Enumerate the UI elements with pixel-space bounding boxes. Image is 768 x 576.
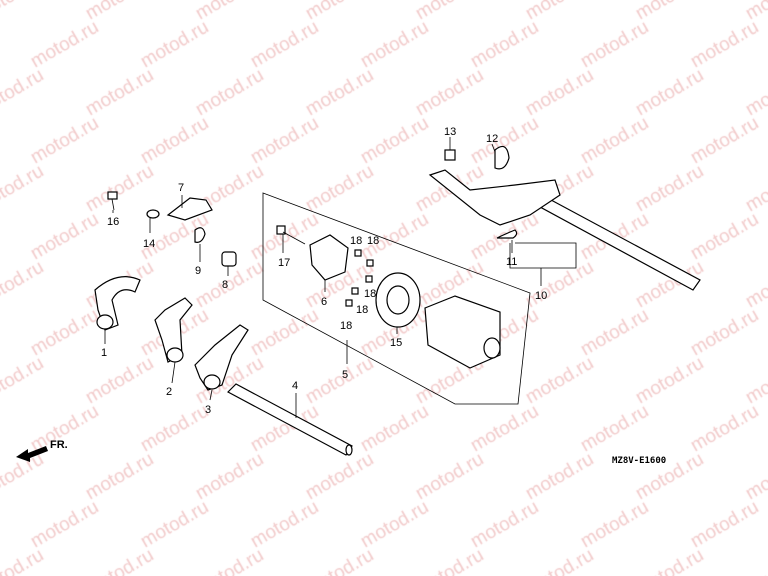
- callout-6: 6: [321, 296, 327, 308]
- callout-5: 5: [342, 369, 348, 381]
- callout-9: 9: [195, 265, 201, 277]
- front-label: FR.: [50, 439, 68, 451]
- callout-18: 18: [367, 235, 379, 247]
- callout-18: 18: [364, 288, 376, 300]
- diagram-code: MZ8V-E1600: [612, 456, 666, 466]
- spring-12: [494, 145, 510, 170]
- shift-fork-3: [194, 324, 249, 391]
- callout-11: 11: [506, 256, 517, 268]
- shift-fork-1: [94, 276, 141, 331]
- gearshift-spindle-10: [428, 145, 701, 291]
- bolt-17: [276, 225, 306, 245]
- callout-18: 18: [350, 235, 362, 247]
- callout-14: 14: [143, 238, 155, 250]
- fork-shaft-4: [227, 383, 353, 456]
- callout-8: 8: [222, 279, 228, 291]
- spring-11: [496, 229, 518, 239]
- bolt-16: [107, 191, 118, 211]
- callout-10: 10: [535, 290, 547, 302]
- shift-drum-center-6: [309, 234, 349, 281]
- washer-14: [146, 209, 160, 219]
- callout-18: 18: [356, 304, 368, 316]
- bearing-15: [375, 272, 421, 328]
- shift-drum: [424, 295, 501, 369]
- callout-1: 1: [101, 347, 107, 359]
- callout-4: 4: [292, 380, 298, 392]
- callout-18: 18: [340, 320, 352, 332]
- callout-3: 3: [205, 404, 211, 416]
- bracket-10: [509, 242, 577, 269]
- shift-fork-2: [154, 297, 193, 363]
- callout-labels: 1 2 3 4 5 6 7 8 9 10 11 12 13 14 15 16 1…: [101, 126, 547, 416]
- stopper-arm-7: [166, 197, 213, 221]
- bolt-13: [444, 149, 456, 161]
- callout-15: 15: [390, 337, 402, 349]
- callout-12: 12: [486, 133, 498, 145]
- collar-8: [221, 251, 237, 267]
- assembly-box: [262, 192, 531, 405]
- arrow-left-icon: [16, 446, 48, 462]
- callout-7: 7: [178, 182, 184, 194]
- callout-2: 2: [166, 386, 172, 398]
- callout-13: 13: [444, 126, 456, 138]
- pins-18: [345, 249, 374, 307]
- front-arrow: FR.: [16, 439, 68, 462]
- callout-16: 16: [107, 216, 119, 228]
- callout-17: 17: [278, 257, 290, 269]
- spring-9: [194, 227, 206, 243]
- leader-lines: [104, 137, 513, 418]
